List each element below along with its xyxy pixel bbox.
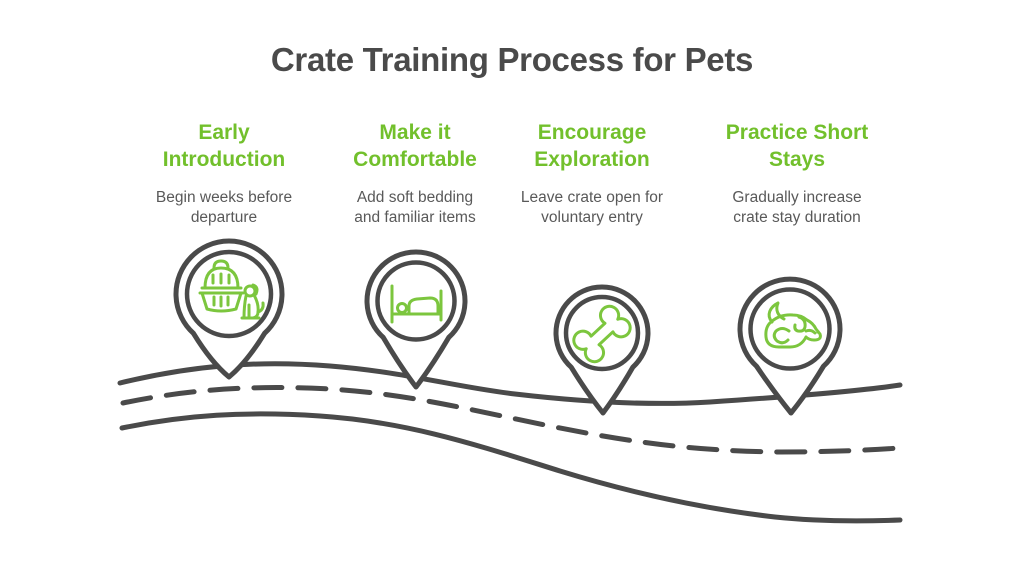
map-pin-3 — [553, 284, 651, 416]
step-title-line: Early — [198, 121, 250, 144]
step-column-encourage-exploration: Encourage Exploration Leave crate open f… — [492, 119, 692, 228]
step-desc-line: Leave crate open for — [520, 189, 664, 206]
step-description: Leave crate open for voluntary entry — [492, 188, 692, 228]
step-desc-line: Begin weeks before — [155, 189, 293, 206]
step-description: Add soft bedding and familiar items — [315, 188, 515, 228]
step-column-make-it-comfortable: Make it Comfortable Add soft bedding and… — [315, 119, 515, 228]
step-desc-line: voluntary entry — [541, 209, 643, 226]
step-desc-line: Gradually increase — [732, 189, 862, 206]
step-desc-line: crate stay duration — [733, 209, 861, 226]
step-desc-line: departure — [190, 209, 258, 226]
road — [117, 361, 903, 524]
step-title-line: Exploration — [534, 148, 650, 171]
pet-carrier-dog-icon — [198, 259, 265, 320]
pin-inner-ring — [375, 260, 457, 342]
step-title-line: Make it — [379, 121, 451, 144]
step-column-early-introduction: Early Introduction Begin weeks before de… — [124, 119, 324, 228]
step-description: Begin weeks before departure — [124, 188, 324, 228]
step-column-practice-short-stays: Practice Short Stays Gradually increase … — [697, 119, 897, 228]
step-title-line: Introduction — [162, 148, 286, 171]
step-title: Practice Short Stays — [697, 119, 897, 173]
step-title-line: Comfortable — [353, 148, 477, 171]
map-pin-1 — [173, 238, 285, 380]
step-title: Make it Comfortable — [315, 119, 515, 173]
step-title-line: Practice Short — [725, 121, 869, 144]
step-title-line: Encourage — [537, 121, 647, 144]
road-center-dashed-line — [120, 385, 902, 455]
step-description: Gradually increase crate stay duration — [697, 188, 897, 228]
pet-bed-icon — [390, 284, 443, 324]
step-title-line: Stays — [768, 148, 826, 171]
bone-icon — [572, 304, 632, 364]
step-title: Early Introduction — [124, 119, 324, 173]
map-pin-4 — [737, 276, 843, 416]
road-top-edge — [117, 361, 903, 406]
step-desc-line: Add soft bedding — [356, 189, 474, 206]
page-title: Crate Training Process for Pets — [270, 41, 754, 78]
road-bottom-edge — [119, 411, 903, 524]
sleeping-dog-icon — [764, 301, 822, 349]
step-desc-line: and familiar items — [354, 209, 476, 226]
step-title: Encourage Exploration — [492, 119, 692, 173]
map-pin-2 — [364, 249, 468, 390]
